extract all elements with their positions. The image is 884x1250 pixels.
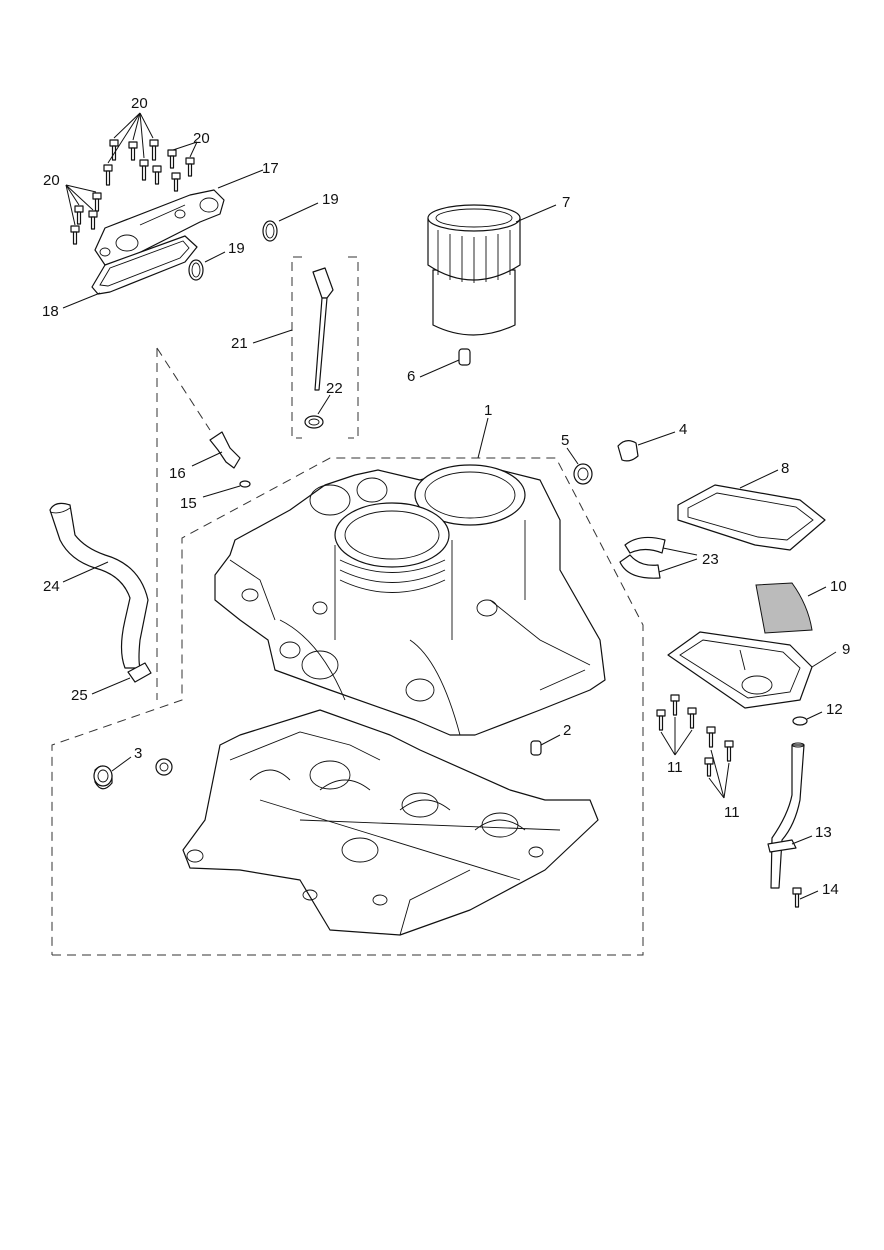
callout-11a: 11 [667, 759, 683, 776]
bearing-shells-part-23 [619, 536, 698, 579]
callout-labels: 1 2 3 4 5 6 7 8 9 10 11 11 12 13 14 15 1… [42, 95, 850, 898]
callout-22: 22 [326, 380, 343, 397]
callout-17: 17 [262, 160, 279, 177]
callout-19b: 19 [228, 240, 245, 257]
callout-10: 10 [830, 578, 847, 595]
group-boundary-dipstick [291, 256, 359, 439]
o-rings-part-19 [188, 202, 319, 281]
plug-part-4 [617, 431, 676, 462]
dipstick-part-21 [252, 267, 334, 391]
callout-23: 23 [702, 551, 719, 568]
group-boundary-breather [156, 347, 211, 700]
callout-18: 18 [42, 303, 59, 320]
callout-19a: 19 [322, 191, 339, 208]
hose-part-24 [49, 502, 149, 669]
callout-15: 15 [180, 495, 197, 512]
callout-20b: 20 [193, 130, 210, 147]
hose-clip-part-25 [91, 662, 152, 695]
callout-25: 25 [71, 687, 88, 704]
bolts-part-11 [656, 694, 734, 799]
callout-20a: 20 [131, 95, 148, 112]
callout-3: 3 [134, 745, 142, 762]
callout-24: 24 [43, 578, 60, 595]
oil-filter-part-7 [427, 204, 557, 336]
strainer-mesh-part-10 [755, 582, 827, 634]
seal-part-5 [566, 447, 593, 485]
callout-16: 16 [169, 465, 186, 482]
breather-union-part-16 [191, 431, 241, 469]
dowel-part-6 [419, 348, 471, 378]
callout-5: 5 [561, 432, 569, 449]
callout-13: 13 [815, 824, 832, 841]
seal-part-22 [304, 394, 331, 429]
o-ring-part-12 [792, 711, 823, 726]
callout-1: 1 [484, 402, 492, 419]
oil-pipe-part-13 [767, 742, 813, 889]
group-boundary-crankcase [51, 457, 644, 956]
bolt-part-14 [792, 887, 819, 908]
callout-9: 9 [842, 641, 850, 658]
lower-crankcase [182, 709, 599, 936]
callout-2: 2 [563, 722, 571, 739]
callout-11b: 11 [724, 804, 740, 821]
callout-21: 21 [231, 335, 248, 352]
bolts-part-20 [65, 112, 198, 245]
gasket-part-18 [62, 235, 198, 309]
dowel-part-2 [530, 734, 561, 756]
oil-pickup-part-9 [667, 631, 837, 709]
o-ring-part-15 [202, 480, 251, 498]
callout-12: 12 [826, 701, 843, 718]
gasket-part-8 [677, 469, 826, 551]
callout-14: 14 [822, 881, 839, 898]
upper-crankcase-part-1 [214, 417, 606, 736]
bearing-part-3 [93, 756, 173, 790]
callout-4: 4 [679, 421, 687, 438]
callout-7: 7 [562, 194, 570, 211]
callout-8: 8 [781, 460, 789, 477]
callout-20c: 20 [43, 172, 60, 189]
callout-6: 6 [407, 368, 415, 385]
